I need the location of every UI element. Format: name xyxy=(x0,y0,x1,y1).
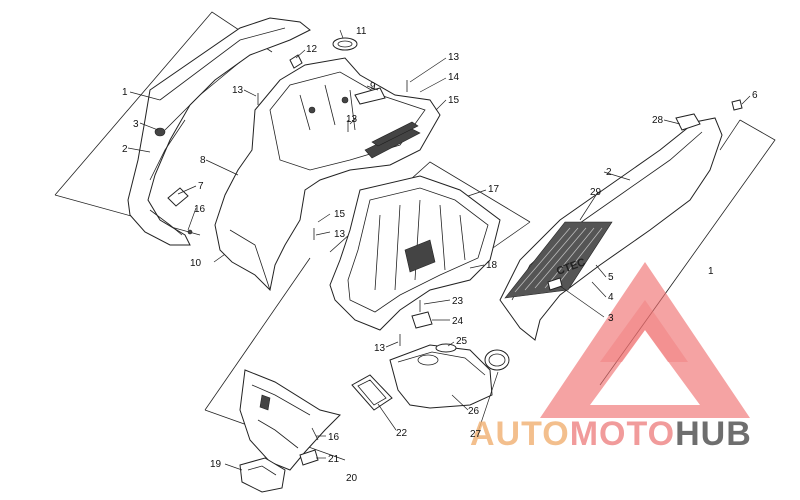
clamp-ring-25 xyxy=(435,343,457,353)
callout-7: 7 xyxy=(198,181,204,192)
callout-25: 25 xyxy=(456,336,468,347)
callout-3b: 3 xyxy=(608,313,614,324)
screws-13 xyxy=(257,80,408,240)
svg-text:AUTOMOTOHUB: AUTOMOTOHUB xyxy=(470,415,752,453)
callout-13b: 13 xyxy=(346,114,358,125)
callout-16b: 16 xyxy=(328,432,340,443)
callout-13c: 13 xyxy=(448,52,460,63)
callout-12: 12 xyxy=(306,44,318,55)
callout-21: 21 xyxy=(328,454,340,465)
callout-9: 9 xyxy=(370,81,376,92)
callout-16a: 16 xyxy=(194,204,206,215)
callout-8: 8 xyxy=(200,155,206,166)
callout-11: 11 xyxy=(356,26,367,37)
reflector-3b xyxy=(547,277,563,291)
callout-28: 28 xyxy=(652,115,664,126)
callout-15b: 15 xyxy=(334,209,346,220)
watermark-hub: HUB xyxy=(675,415,752,453)
clip-12 xyxy=(289,54,303,69)
callout-5: 5 xyxy=(608,272,614,283)
side-panel-right xyxy=(499,117,723,341)
hood-8 xyxy=(214,57,441,292)
watermark-moto: MOTO xyxy=(570,415,675,453)
watermark-auto: AUTO xyxy=(470,415,570,453)
nose-panel-20 xyxy=(239,369,341,471)
hose-clamp-27 xyxy=(484,349,510,371)
gasket-22 xyxy=(351,374,393,411)
screw-16b xyxy=(311,427,319,441)
air-box-17 xyxy=(329,175,501,331)
screw-6 xyxy=(731,99,743,111)
callout-13d: 13 xyxy=(334,229,346,240)
callout-1b: 1 xyxy=(708,266,714,277)
side-panel-left xyxy=(127,17,311,246)
callout-29: 29 xyxy=(590,187,602,198)
callout-27: 27 xyxy=(470,429,482,440)
callout-13a: 13 xyxy=(232,85,244,96)
callout-14: 14 xyxy=(448,72,460,83)
callout-6: 6 xyxy=(752,90,758,101)
callout-2a: 2 xyxy=(122,144,128,155)
callout-13e: 13 xyxy=(374,343,386,354)
callout-17: 17 xyxy=(488,184,500,195)
callout-19: 19 xyxy=(210,459,222,470)
callout-24: 24 xyxy=(452,316,464,327)
watermark-logo: AUTOMOTOHUB xyxy=(470,262,752,453)
callout-23: 23 xyxy=(452,296,464,307)
vent-9 xyxy=(354,87,386,105)
clamp-24 xyxy=(411,311,433,329)
trim-28 xyxy=(675,113,701,131)
watermark-triangle-icon xyxy=(540,262,750,418)
callout-26: 26 xyxy=(468,406,480,417)
callout-20: 20 xyxy=(346,473,358,484)
reflector-7 xyxy=(167,187,189,207)
callout-3a: 3 xyxy=(133,119,139,130)
callout-18: 18 xyxy=(486,260,498,271)
grille-decal-29 xyxy=(504,221,613,299)
clip-21 xyxy=(299,449,319,466)
callout-1a: 1 xyxy=(122,87,128,98)
callout-15a: 15 xyxy=(448,95,460,106)
duct-26 xyxy=(389,344,493,409)
cap-11 xyxy=(332,37,358,51)
callout-labels: 1 2 3 7 16 10 8 13 12 11 9 13 13 14 15 1… xyxy=(122,26,758,484)
callout-10: 10 xyxy=(190,258,202,269)
callout-22: 22 xyxy=(396,428,408,439)
bracket-19 xyxy=(239,457,286,493)
callout-2b: 2 xyxy=(606,167,612,178)
callout-4: 4 xyxy=(608,292,614,303)
